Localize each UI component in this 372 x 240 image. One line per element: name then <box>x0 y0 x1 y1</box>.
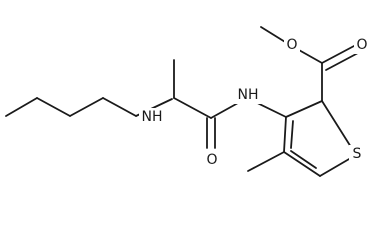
atom-amine-nh: NH <box>142 109 163 125</box>
atom-amide-nh: NH <box>238 87 259 103</box>
atom-ring-s: S <box>353 146 362 162</box>
bond-ring-methyl <box>247 151 285 172</box>
label-bg-amide-o <box>204 151 220 169</box>
atom-ester-o-ether: O <box>286 37 297 53</box>
bond-ring-c4-c3-double <box>290 120 294 149</box>
bond-butyl-1 <box>5 97 38 117</box>
bond-alpha-carbonyl <box>173 97 212 119</box>
label-bg-ester-o-ether <box>284 36 300 54</box>
bond-ring-c3-c2 <box>285 100 323 118</box>
label-bg-amide-n <box>234 86 262 104</box>
bond-ring-c5-c4 <box>283 151 321 177</box>
bond-ring-c5-c4-double <box>290 150 317 169</box>
label-bg-ester-o-carbonyl <box>354 36 370 54</box>
bond-ester-co-1 <box>321 45 355 64</box>
bond-butyl-3 <box>69 97 104 117</box>
bond-ester-co-2 <box>325 52 359 71</box>
bond-butyl-4 <box>102 97 137 117</box>
label-bg-ring-s <box>349 145 365 163</box>
atom-ester-o-carbonyl: O <box>356 37 367 53</box>
label-bg-amine-n <box>139 108 165 126</box>
bond-ring-c4-c3 <box>283 116 287 153</box>
chemical-structure: NH NH O O O S <box>5 26 370 177</box>
atom-amide-o: O <box>206 152 217 168</box>
bond-butyl-2 <box>36 97 71 117</box>
